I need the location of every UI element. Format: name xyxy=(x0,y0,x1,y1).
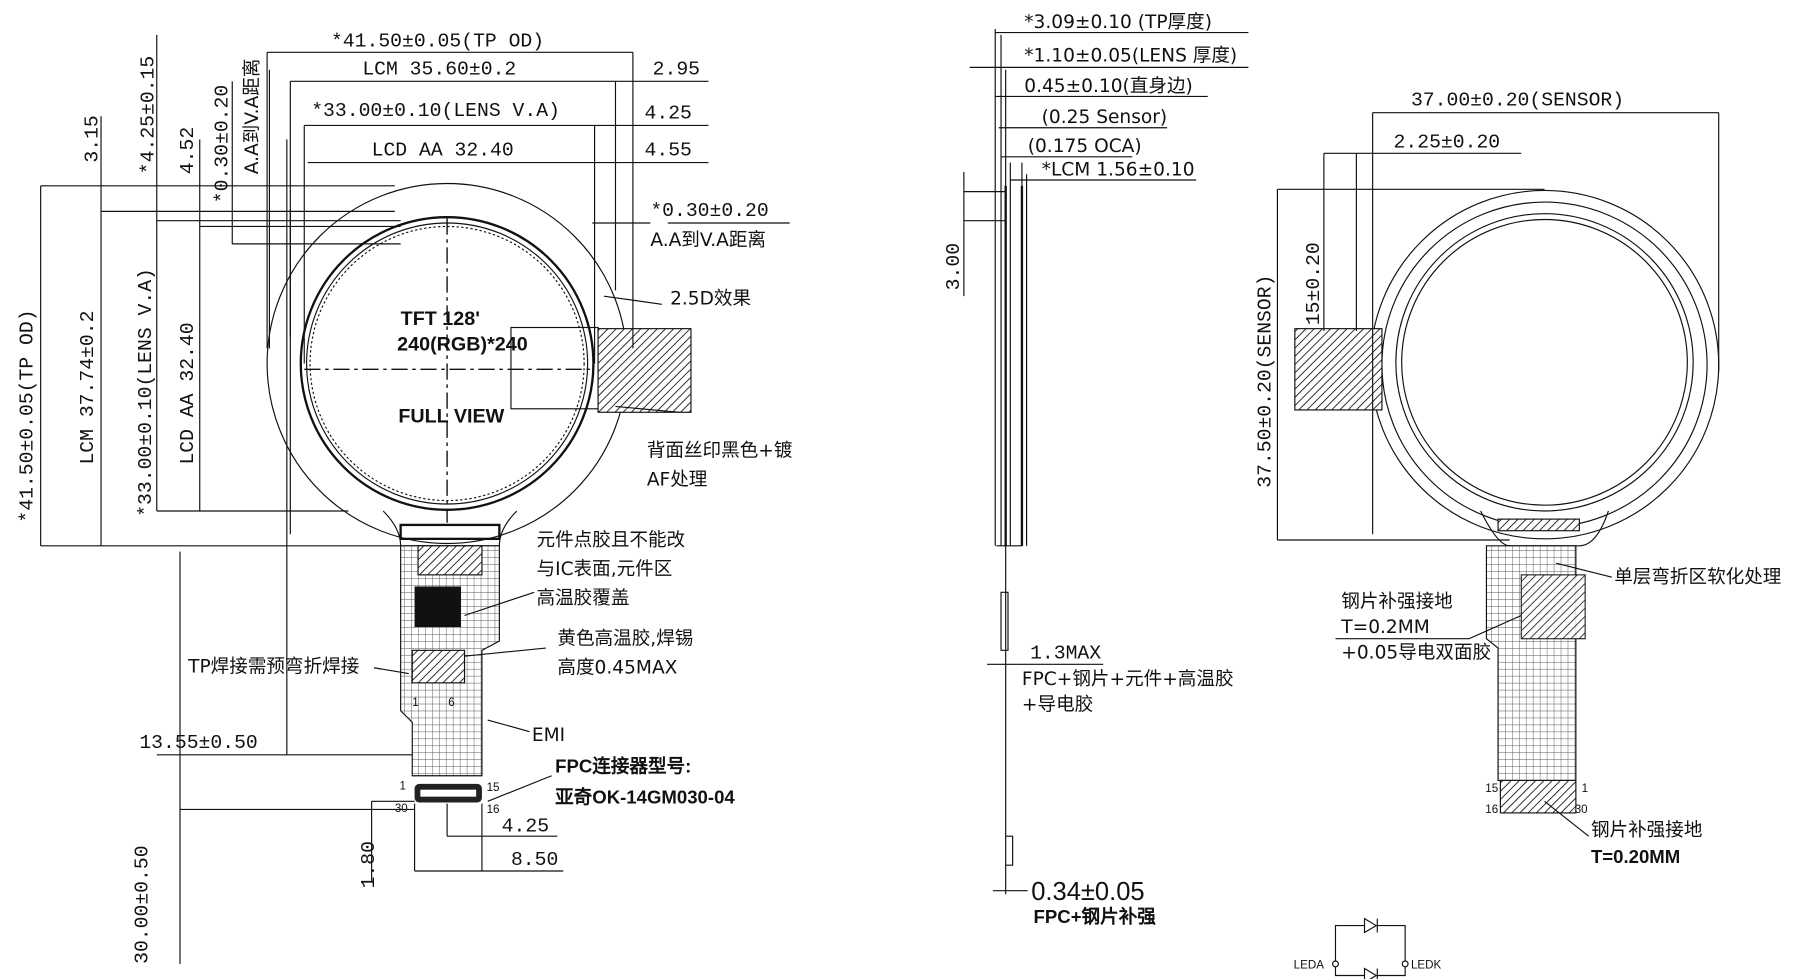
tp-tail-tab xyxy=(597,328,692,413)
led-diode-top-icon xyxy=(1363,917,1378,934)
dim-lcd-aa-top: LCD AA 32.40 xyxy=(372,140,514,162)
side-view: *3.09±0.10 (TP厚度) *1.10±0.05(LENS 厚度) 0.… xyxy=(943,12,1249,927)
note-glue-1: 元件点胶且不能改 xyxy=(537,530,686,551)
connector-title: FPC连接器型号: xyxy=(555,755,691,776)
back-tab: 15±0.20 xyxy=(1303,242,1325,325)
side-straight-edge: 0.45±0.10(直身边) xyxy=(1024,76,1193,97)
back-steel-2: T=0.2MM xyxy=(1340,617,1430,638)
dim-aa-va: *0.30±0.20 xyxy=(650,200,768,222)
sensor-tail-tab xyxy=(1294,328,1383,411)
tp-solder-pads xyxy=(411,649,466,684)
note-yellow-1: 黄色高温胶,焊锡 xyxy=(557,629,693,650)
led-diode-bottom-icon xyxy=(1363,967,1378,979)
pin-15: 15 xyxy=(487,781,500,794)
note-emi: EMI xyxy=(532,725,565,746)
back-sensor-width: 37.00±0.20(SENSOR) xyxy=(1411,90,1624,112)
back-pin-15: 15 xyxy=(1485,782,1498,795)
dim-left-315: 3.15 xyxy=(82,115,104,162)
dim-fpc-pitch: 4.25 xyxy=(502,816,549,838)
ic-chip xyxy=(414,586,462,628)
panel-resolution: 240(RGB)*240 xyxy=(397,334,528,356)
note-glue-2: 与IC表面,元件区 xyxy=(537,559,673,580)
back-pin-16: 16 xyxy=(1485,803,1498,816)
dim-left-030: *0.30±0.20 xyxy=(212,85,234,203)
dim-fpc-length: 30.00±0.50 xyxy=(131,845,153,963)
dim-lcm-top: LCM 35.60±0.2 xyxy=(362,58,516,80)
led-anode: LEDA xyxy=(1294,959,1325,972)
side-lens-thickness: *1.10±0.05(LENS 厚度) xyxy=(1024,46,1237,67)
dim-lens-va-top: *33.00±0.10(LENS V.A) xyxy=(311,100,560,122)
back-steel-3: +0.05导电双面胶 xyxy=(1341,642,1491,663)
fpc-neck xyxy=(382,510,518,547)
back-pin-1: 1 xyxy=(1582,782,1588,795)
note-glue-3: 高温胶覆盖 xyxy=(537,588,630,609)
back-view: 37.00±0.20(SENSOR) 2.25±0.20 37.50±0.20(… xyxy=(1254,90,1781,867)
side-dim-300: 3.00 xyxy=(943,243,965,290)
dim-right-425: 4.25 xyxy=(645,102,692,124)
led-cathode: LEDK xyxy=(1411,959,1442,972)
back-offset: 2.25±0.20 xyxy=(1394,132,1501,154)
pin-16: 16 xyxy=(487,803,500,816)
side-lcm-thickness: *LCM 1.56±0.10 xyxy=(1042,159,1195,180)
dim-left-lens-va: *33.00±0.10(LENS V.A) xyxy=(135,268,157,517)
side-fpc-note: FPC+钢片补强 xyxy=(1034,906,1157,927)
dim-left-aa-va: A.A到V.A距离 xyxy=(242,59,263,175)
back-steel-1: 钢片补强接地 xyxy=(1341,591,1452,612)
front-view: *41.50±0.05(TP OD) LCM 35.60±0.2 *33.00±… xyxy=(17,30,793,964)
back-steel-b1: 钢片补强接地 xyxy=(1591,820,1702,841)
dim-right-295: 2.95 xyxy=(653,58,700,80)
side-fpc-thickness: 0.34±0.05 xyxy=(1031,878,1144,906)
dim-right-455: 4.55 xyxy=(645,140,692,162)
dim-left-lcd-aa: LCD AA 32.40 xyxy=(177,322,199,464)
side-max-height: 1.3MAX xyxy=(1030,642,1101,664)
fpc-pin-6: 6 xyxy=(448,696,454,709)
side-stack-2: +导电胶 xyxy=(1022,695,1093,716)
back-pin-30: 30 xyxy=(1575,803,1588,816)
dim-left-425: *4.25±0.15 xyxy=(137,56,159,174)
dim-fpc-width: 8.50 xyxy=(511,849,558,871)
dim-aa-va-note: A.A到V.A距离 xyxy=(650,230,766,251)
dim-left-452: 4.52 xyxy=(177,127,199,174)
fpc-hatched-area xyxy=(417,545,483,576)
pin-1: 1 xyxy=(399,780,405,793)
back-steel-b2: T=0.20MM xyxy=(1591,846,1680,867)
led-schematic: LEDA LEDK xyxy=(1294,917,1442,979)
note-back-print-1: 背面丝印黑色+镀 xyxy=(647,440,793,461)
note-yellow-2: 高度0.45MAX xyxy=(557,658,677,679)
back-sensor-height: 37.50±0.20(SENSOR) xyxy=(1254,275,1276,488)
back-steel-plate xyxy=(1520,574,1586,640)
dim-left-lcm: LCM 37.74±0.2 xyxy=(77,311,99,465)
panel-view: FULL VIEW xyxy=(398,406,504,428)
fpc-pin-1: 1 xyxy=(412,696,418,709)
note-25d: 2.5D效果 xyxy=(670,288,751,309)
side-tp-thickness: *3.09±0.10 (TP厚度) xyxy=(1024,12,1212,33)
note-back-print-2: AF处理 xyxy=(647,469,708,490)
sensor-outline xyxy=(1369,189,1720,540)
dim-tp-od-top: *41.50±0.05(TP OD) xyxy=(331,30,544,52)
panel-size: TFT 128' xyxy=(401,308,480,330)
dim-connector-height: 1.80 xyxy=(358,841,380,888)
side-oca: (0.175 OCA) xyxy=(1028,136,1142,157)
side-stack-1: FPC+钢片+元件+高温胶 xyxy=(1022,669,1234,690)
back-bend-note: 单层弯折区软化处理 xyxy=(1614,567,1781,588)
dim-left-tp-od: *41.50±0.05(TP OD) xyxy=(17,309,39,522)
pin-30: 30 xyxy=(395,802,408,815)
side-sensor: (0.25 Sensor) xyxy=(1042,107,1167,128)
back-connector-steel xyxy=(1499,779,1577,814)
connector-model: 亚奇OK-14GM030-04 xyxy=(555,787,735,808)
dim-fpc-offset: 13.55±0.50 xyxy=(139,732,257,754)
note-tp-weld: TP焊接需预弯折焊接 xyxy=(187,656,359,677)
